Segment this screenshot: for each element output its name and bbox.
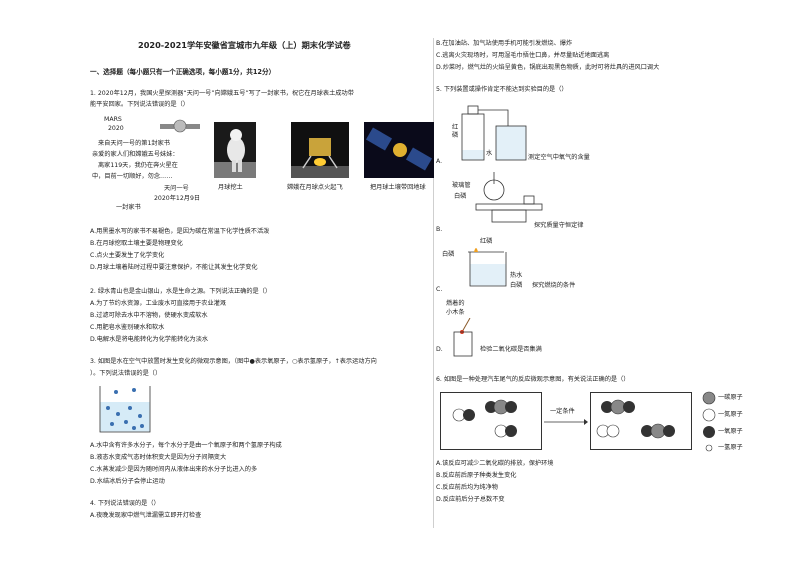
lander-icon	[291, 138, 349, 178]
q1-stem-line1: 1. 2020年12月，我国火星探测器“天问一号”向嫦娥五号”写了一封家书，祝它…	[90, 90, 354, 97]
q6-option-a: A.该反应可减少二氧化碳的排放，保护环境	[436, 460, 554, 467]
legend-atom-icons	[702, 391, 716, 452]
q5-c-caption: 探究燃烧的条件	[532, 282, 576, 289]
lander-photo	[291, 122, 349, 178]
right-column: B.在加油站、加气站使用手机可能引发燃烧、爆炸 C.逃离火灾现场时，可用湿毛巾捂…	[436, 0, 766, 562]
reaction-condition: 一定条件	[550, 408, 575, 415]
q1-option-a: A.用黑墨水写的家书不易褪色，是因为碳在常温下化学性质不活泼	[90, 228, 270, 235]
q2-option-b: B.过滤可除去水中不溶物，使硬水变成软水	[90, 312, 208, 319]
q3-option-d: D.水结冰后分子会停止运动	[90, 478, 165, 485]
astronaut-icon	[214, 129, 256, 178]
products-box	[590, 392, 692, 450]
beaker-icon	[99, 386, 151, 433]
q3-option-c: C.水蒸发减少是因为随时间内从液体出来的水分子比进入的多	[90, 466, 258, 473]
q3-stem-line2: ）。下列说法错误的是（）	[90, 370, 162, 377]
q5-stem: 5. 下列装置或操作肯定不能达到实验目的是（）	[436, 86, 568, 93]
gas-jar-icon	[453, 318, 473, 357]
q6-option-d: D.反应前后分子总数不变	[436, 496, 505, 503]
legend-nitrogen: 一氮原子	[718, 411, 743, 418]
label-white-phos-c1: 白磷	[442, 251, 455, 258]
flask-beaker-icon	[461, 105, 527, 161]
q2-stem: 2. 绿水青山也是金山银山，水是生命之源。下列说法正确的是（）	[90, 288, 272, 295]
legend-oxygen: 一氧原子	[718, 428, 743, 435]
legend-carbon: 一碳原子	[718, 394, 743, 401]
q4-option-b: B.在加油站、加气站使用手机可能引发燃烧、爆炸	[436, 40, 573, 47]
q3-stem-line1: 3. 如图是水在空气中放置时发生变化的微观示意图，（图中●表示氧原子，○表示氢原…	[90, 358, 377, 365]
q4-option-c: C.逃离火灾现场时，可用湿毛巾捂住口鼻，并尽量贴近地面逃离	[436, 52, 610, 59]
q2-option-c: C.用肥皂水鉴别硬水和软水	[90, 324, 165, 331]
label-red-phos-c: 红磷	[480, 238, 493, 245]
label-phosphorus: 磷	[452, 132, 459, 139]
label-hot-water: 热水	[510, 272, 523, 279]
label-glass-tube: 玻璃管	[452, 182, 471, 189]
label-red: 红	[452, 124, 459, 131]
return-photo	[364, 122, 434, 178]
q4-stem: 4. 下列说法错误的是（）	[90, 500, 160, 507]
caption-liftoff: 嫦娥在月球点火起飞	[287, 184, 343, 191]
label-burning-1: 燃着的	[446, 300, 465, 307]
q3-option-b: B.液态水变成气态时体积变大是因为分子间隔变大	[90, 454, 227, 461]
atom-legend: 一碳原子 一氮原子 一氧原子 一氢原子	[702, 390, 766, 458]
q6-option-b: B.反应前后原子种类发生变化	[436, 472, 517, 479]
combustion-apparatus	[460, 238, 520, 290]
left-column: 2020-2021学年安徽省宣城市九年级（上）期末化学试卷 一、选择题（每小题只…	[86, 0, 434, 562]
q1-option-b: B.在月球挖取土壤主要是物理变化	[90, 240, 183, 247]
q6-option-c: C.反应前后均为纯净物	[436, 484, 498, 491]
caption-return: 把月球土壤带回地球	[370, 184, 426, 191]
reactant-molecules-icon	[452, 399, 517, 438]
q4-option-a: A.夜晚发现家中燃气泄漏需立即开灯检查	[90, 512, 202, 519]
q1-option-c: C.点火主要发生了化学变化	[90, 252, 165, 259]
q5-a-caption: 测定空气中氧气的含量	[528, 154, 590, 161]
q5-d-caption: 检验二氧化碳是否集满	[480, 346, 542, 353]
column-divider	[433, 38, 434, 528]
label-white-phos-c2: 白磷	[510, 282, 523, 289]
product-molecules-icon	[596, 399, 675, 439]
letter-figure: MARS 2020 来自天问一号的第1封家书 亲爱的家人们和嫦娥五号妹妹： 离家…	[90, 114, 210, 214]
probe-icon	[160, 119, 200, 133]
gas-jar-figure	[450, 318, 480, 358]
oxygen-apparatus: 红 磷 水	[446, 100, 546, 164]
balance-apparatus	[466, 170, 546, 226]
beaker-flame-icon	[468, 248, 507, 287]
q1-stem-line2: 能平安回家。下列说法错误的是（）	[90, 101, 189, 108]
letter-line3: 离家119天，我仍在奔火星在	[98, 162, 178, 169]
letter-mars: MARS	[104, 116, 122, 123]
q5-b-caption: 探究质量守恒定律	[534, 222, 584, 229]
astronaut-photo	[214, 122, 256, 178]
q4-option-d: D.炒菜时，燃气灶的火焰呈黄色，锅底出现黑色物质，此时可将灶具的进风口调大	[436, 64, 660, 71]
label-white-phos-b: 白磷	[454, 193, 467, 200]
arrow-icon	[544, 419, 588, 425]
q1-option-d: D.月球土壤着陆时过程中要注意保护，不能让其发生化学变化	[90, 264, 258, 271]
caption-dig-soil: 月球挖土	[218, 184, 243, 191]
letter-sign-name: 天问一号	[164, 185, 189, 192]
q5-option-b: B.	[436, 226, 443, 233]
q6-stem: 6. 如图是一种处理汽车尾气的反应微观示意图，有关说法正确的是（）	[436, 376, 630, 383]
q2-option-a: A.为了节约水资源，工业废水可直接用于农业灌溉	[90, 300, 227, 307]
letter-line1: 来自天问一号的第1封家书	[98, 140, 170, 147]
letter-sign-date: 2020年12月9日	[154, 195, 201, 202]
q5-option-d: D.	[436, 346, 443, 353]
q3-option-a: A.水中含有许多水分子，每个水分子是由一个氧原子和两个氢原子构成	[90, 442, 282, 449]
beaker-figure	[96, 380, 154, 436]
letter-caption: 一封家书	[116, 204, 141, 211]
spacecraft-icon	[365, 127, 433, 171]
q2-option-d: D.电解水是将电能转化为化学能转化为淡水	[90, 336, 209, 343]
reactants-box	[440, 392, 542, 450]
letter-line2: 亲爱的家人们和嫦娥五号妹妹：	[92, 151, 179, 158]
legend-hydrogen: 一氢原子	[718, 444, 743, 451]
label-burning-2: 小木条	[446, 309, 465, 316]
q5-option-a: A.	[436, 158, 443, 165]
balance-icon	[475, 172, 543, 223]
letter-year: 2020	[108, 125, 124, 132]
letter-line4: 中，目前一切顺好，勿念……	[92, 173, 173, 180]
label-water: 水	[486, 150, 493, 157]
section-heading: 一、选择题（每小题只有一个正确选项，每小题1分，共12分）	[90, 68, 276, 76]
page-title: 2020-2021学年安徽省宣城市九年级（上）期末化学试卷	[138, 40, 351, 50]
q5-option-c: C.	[436, 286, 443, 293]
